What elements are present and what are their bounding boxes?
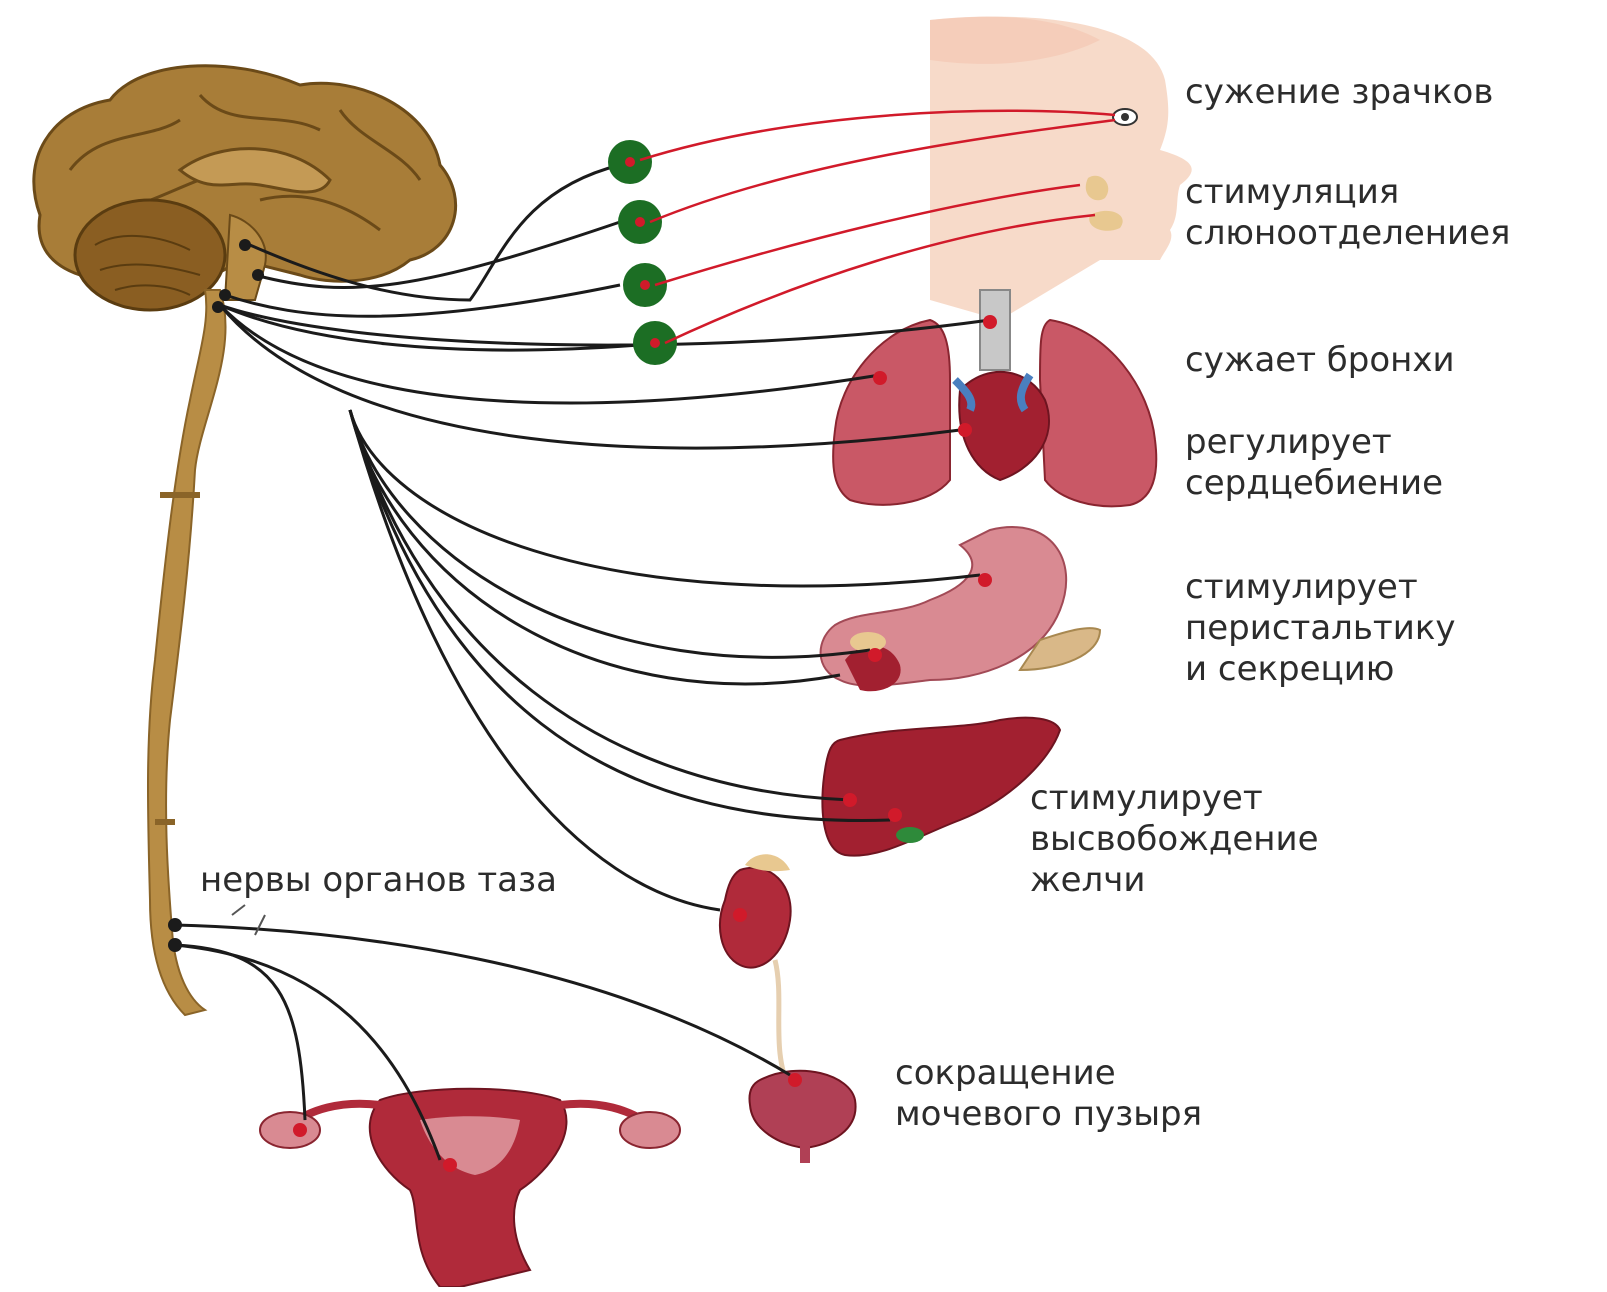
bladder (749, 1071, 855, 1163)
label-line: желчи (1030, 860, 1319, 901)
label-line: сужает бронхи (1185, 340, 1455, 381)
label-line: нервы органов таза (200, 860, 557, 901)
brain (34, 66, 456, 310)
label-line: мочевого пузыря (895, 1094, 1202, 1135)
label-bronchi: сужает бронхи (1185, 340, 1455, 381)
label-bladder: сокращение мочевого пузыря (895, 1053, 1202, 1135)
spinal-cord (148, 290, 226, 1015)
label-line: высвобождение (1030, 819, 1319, 860)
label-line: стимуляция (1185, 172, 1510, 213)
liver (822, 718, 1060, 856)
label-line: перистальтику (1185, 608, 1456, 649)
label-line: сердцебиение (1185, 463, 1443, 504)
label-line: слюноотделениея (1185, 213, 1510, 254)
label-heart-rate: регулирует сердцебиение (1185, 422, 1443, 504)
label-salivation: стимуляция слюноотделениея (1185, 172, 1510, 254)
label-line: сокращение (895, 1053, 1202, 1094)
uterus (260, 1089, 680, 1287)
label-pupil-constriction: сужение зрачков (1185, 72, 1493, 113)
label-line: сужение зрачков (1185, 72, 1493, 113)
label-line: стимулирует (1185, 567, 1456, 608)
label-pelvic-nerves: нервы органов таза (200, 860, 557, 901)
label-digestion: стимулирует перистальтику и секрецию (1185, 567, 1456, 690)
label-line: стимулирует (1030, 778, 1319, 819)
stomach-and-pancreas (821, 527, 1100, 691)
label-line: и секрецию (1185, 649, 1456, 690)
label-line: регулирует (1185, 422, 1443, 463)
face (930, 17, 1192, 320)
ganglia (608, 140, 677, 365)
label-bile: стимулирует высвобождение желчи (1030, 778, 1319, 901)
